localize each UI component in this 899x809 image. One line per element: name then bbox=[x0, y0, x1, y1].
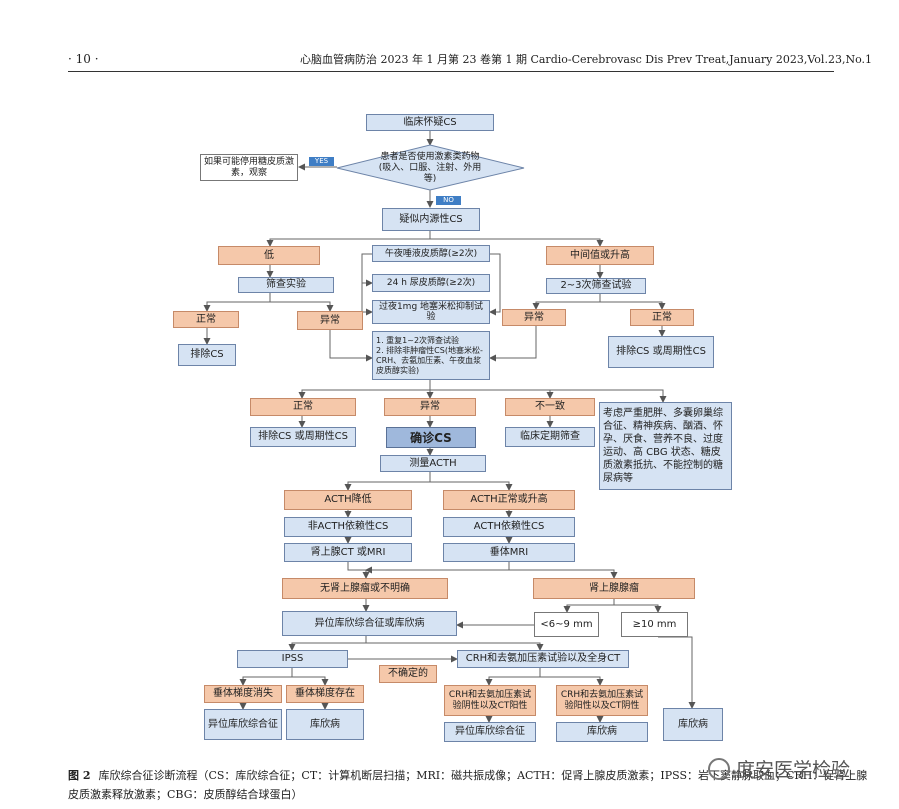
wechat-logo-icon bbox=[708, 757, 730, 780]
node-abnormal-left: 异常 bbox=[297, 311, 363, 330]
node-adrenal-ct-mri: 肾上腺CT 或MRI bbox=[284, 543, 412, 562]
watermark-text: 度安医学检验 bbox=[736, 759, 851, 781]
journal-header: 心脑血管病防治 2023 年 1 月第 23 卷第 1 期 Cardio-Cer… bbox=[300, 53, 872, 66]
node-normal-left: 正常 bbox=[173, 311, 239, 328]
header-rule bbox=[68, 71, 834, 72]
node-exclude-or-periodic-right: 排除CS 或周期性CS bbox=[608, 336, 714, 368]
node-screening-2-3: 2~3次筛查试验 bbox=[546, 278, 646, 294]
node-ipss: IPSS bbox=[237, 650, 348, 668]
node-endogenous-cs: 疑似内源性CS bbox=[382, 208, 480, 231]
node-crh-negative-ct-positive: CRH和去氨加压素试验阴性以及CT阳性 bbox=[444, 685, 536, 716]
node-cushing-middle: 库欣病 bbox=[556, 722, 648, 742]
node-measure-acth: 测量ACTH bbox=[380, 455, 486, 472]
no-tag: NO bbox=[436, 196, 461, 205]
node-acth-normal-high: ACTH正常或升高 bbox=[443, 490, 575, 510]
node-ectopic-right: 异位库欣综合征 bbox=[444, 722, 536, 742]
node-mid-high: 中间值或升高 bbox=[546, 246, 654, 265]
node-crh-desmopressin-ct: CRH和去氨加压素试验以及全身CT bbox=[457, 650, 629, 668]
node-confirmed-cs: 确诊CS bbox=[386, 427, 476, 448]
node-low: 低 bbox=[218, 246, 320, 265]
watermark: 度安医学检验 bbox=[708, 755, 850, 782]
node-cushing-left: 库欣病 bbox=[286, 709, 364, 740]
node-abnormal-2: 异常 bbox=[384, 398, 476, 416]
node-normal-right: 正常 bbox=[630, 309, 694, 326]
node-abnormal-right: 异常 bbox=[502, 309, 566, 326]
node-exclude-cs: 排除CS bbox=[178, 344, 236, 366]
node-acth-dependent: ACTH依赖性CS bbox=[443, 517, 575, 537]
node-acth-low: ACTH降低 bbox=[284, 490, 412, 510]
node-gradient-absent: 垂体梯度消失 bbox=[204, 685, 282, 703]
node-repeat-tests: 1. 重复1~2次筛查试验 2. 排除非肿瘤性CS(地塞米松-CRH、去氨加压素… bbox=[372, 331, 490, 380]
node-uncertain: 不确定的 bbox=[379, 665, 437, 683]
node-steroid-question: 患者是否使用激素类药物(吸入、口服、注射、外用等) bbox=[378, 151, 482, 184]
node-ectopic-left: 异位库欣综合征 bbox=[204, 709, 282, 740]
node-cushing-right: 库欣病 bbox=[663, 708, 723, 741]
node-stop-steroids: 如果可能停用糖皮质激素，观察 bbox=[200, 154, 298, 181]
node-test-urine: 24 h 尿皮质醇(≥2次) bbox=[372, 274, 490, 292]
node-ge-10mm: ≥10 mm bbox=[621, 612, 688, 637]
node-normal-2: 正常 bbox=[250, 398, 356, 416]
node-gradient-present: 垂体梯度存在 bbox=[286, 685, 364, 703]
yes-tag: YES bbox=[309, 157, 334, 166]
page-number: · 10 · bbox=[68, 52, 99, 66]
node-test-dexamethasone: 过夜1mg 地塞米松抑制试验 bbox=[372, 300, 490, 324]
caption-label: 图 2 bbox=[68, 769, 91, 782]
node-acth-independent: 非ACTH依赖性CS bbox=[284, 517, 412, 537]
node-no-adrenal-adenoma: 无肾上腺瘤或不明确 bbox=[282, 578, 448, 599]
node-inconsistent: 不一致 bbox=[505, 398, 595, 416]
node-crh-positive-ct-negative: CRH和去氨加压素试验阳性以及CT阴性 bbox=[556, 685, 648, 716]
node-exclude-or-periodic-2: 排除CS 或周期性CS bbox=[250, 427, 356, 447]
node-test-saliva: 午夜唾液皮质醇(≥2次) bbox=[372, 245, 490, 262]
node-ectopic-or-cushing: 异位库欣综合征或库欣病 bbox=[282, 611, 457, 636]
caption-text: 库欣综合征诊断流程（CS：库欣综合征；CT：计算机断层扫描；MRI：磁共振成像；… bbox=[68, 769, 868, 801]
node-lt-6-9mm: <6~9 mm bbox=[534, 612, 599, 637]
node-pituitary-mri: 垂体MRI bbox=[443, 543, 575, 562]
node-suspected-cs: 临床怀疑CS bbox=[366, 114, 494, 131]
node-screening: 筛查实验 bbox=[238, 277, 334, 293]
node-adrenal-adenoma: 肾上腺腺瘤 bbox=[533, 578, 695, 599]
decision-diamond bbox=[336, 144, 525, 191]
node-consider-conditions: 考虑严重肥胖、多囊卵巢综合征、精神疾病、酗酒、怀孕、厌食、营养不良、过度运动、高… bbox=[599, 402, 732, 490]
node-regular-screening: 临床定期筛查 bbox=[505, 427, 595, 447]
